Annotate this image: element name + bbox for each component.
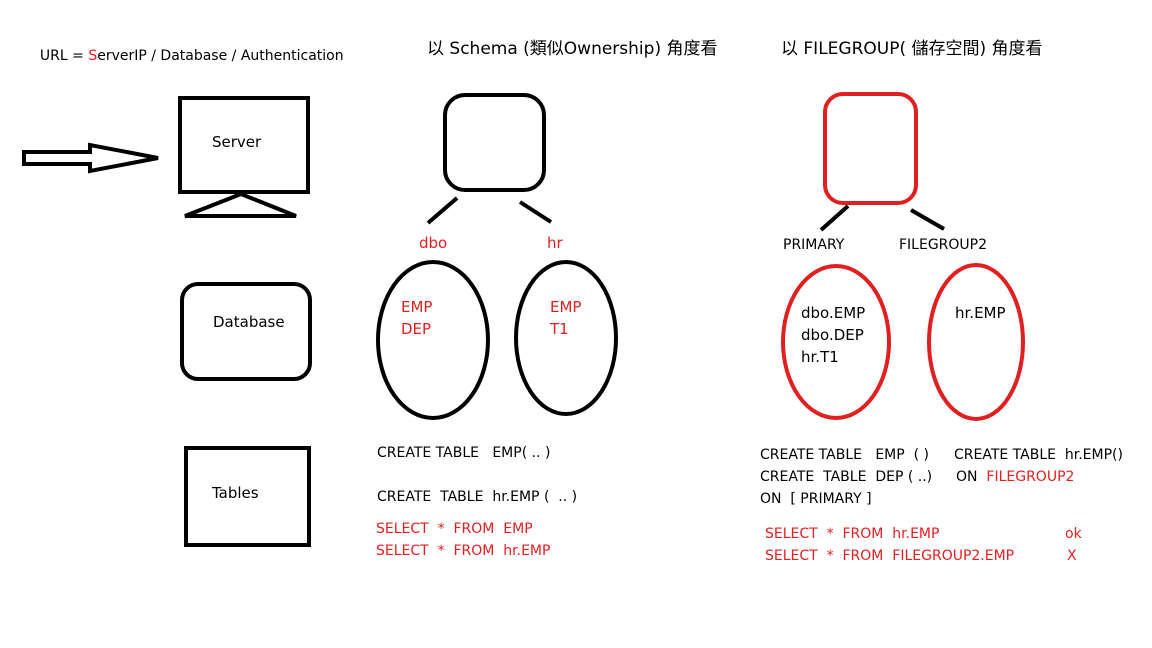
url-initial: S	[88, 48, 98, 64]
schema-root-node	[443, 93, 546, 192]
filegroup-on-clause: ON [ PRIMARY ]	[760, 491, 872, 507]
server-stand-shape	[184, 191, 297, 218]
schema-dbo-table: DEP	[401, 320, 432, 338]
schema-dbo-ellipse	[376, 260, 490, 420]
database-label: Database	[213, 313, 285, 331]
query-result-x: X	[1067, 548, 1077, 564]
server-label: Server	[212, 133, 262, 151]
filegroup-branch-fg2-label: FILEGROUP2	[899, 237, 988, 253]
tables-label: Tables	[212, 484, 259, 502]
database-box-shape	[180, 282, 312, 381]
schema-dbo-table: EMP	[401, 298, 433, 316]
filegroup-target-name: FILEGROUP2	[986, 469, 1075, 485]
filegroup-view-title: 以 FILEGROUP( 儲存空間) 角度看	[781, 39, 1043, 59]
schema-select-query: SELECT * FROM EMP	[376, 521, 533, 537]
filegroup-primary-table: hr.T1	[801, 348, 839, 366]
schema-hr-table: EMP	[550, 298, 582, 316]
schema-create-statement: CREATE TABLE hr.EMP ( .. )	[377, 489, 578, 505]
arrow-right-icon	[22, 142, 159, 174]
filegroup-branch-primary-label: PRIMARY	[783, 237, 845, 253]
url-prefix: URL =	[39, 48, 89, 64]
schema-hr-ellipse	[514, 260, 618, 416]
filegroup-select-query: SELECT * FROM hr.EMP	[765, 526, 940, 542]
schema-branch-left	[426, 196, 459, 225]
filegroup-primary-ellipse	[781, 264, 891, 420]
schema-branch-hr-label: hr	[547, 234, 563, 252]
filegroup-select-query: SELECT * FROM FILEGROUP2.EMP	[765, 548, 1015, 564]
filegroup-on-clause: ON FILEGROUP2	[956, 470, 1074, 484]
filegroup-branch-left	[819, 204, 850, 232]
filegroup-create-statement: CREATE TABLE EMP ( )	[760, 447, 929, 463]
filegroup-create-statement: CREATE TABLE hr.EMP()	[954, 447, 1123, 463]
filegroup-root-node	[823, 92, 918, 205]
query-result-ok: ok	[1065, 526, 1082, 542]
schema-select-query: SELECT * FROM hr.EMP	[376, 543, 551, 559]
schema-hr-table: T1	[550, 320, 569, 338]
url-rest: erverIP / Database / Authentication	[97, 48, 344, 64]
filegroup-create-statement: CREATE TABLE DEP ( ..)	[760, 469, 933, 485]
filegroup-primary-table: dbo.DEP	[801, 326, 864, 344]
tables-box-shape	[184, 446, 311, 547]
filegroup-branch-right	[910, 208, 945, 231]
filegroup-primary-table: dbo.EMP	[801, 304, 866, 322]
filegroup-on-keyword: ON	[956, 469, 978, 485]
schema-branch-right	[518, 200, 553, 224]
filegroup-fg2-ellipse	[927, 263, 1025, 421]
filegroup-fg2-table: hr.EMP	[955, 304, 1006, 322]
server-monitor-shape	[178, 96, 310, 194]
schema-create-statement: CREATE TABLE EMP( .. )	[377, 445, 551, 461]
url-label: URL = ServerIP / Database / Authenticati…	[31, 35, 344, 63]
schema-view-title: 以 Schema (類似Ownership) 角度看	[427, 39, 718, 59]
schema-branch-dbo-label: dbo	[419, 234, 448, 252]
